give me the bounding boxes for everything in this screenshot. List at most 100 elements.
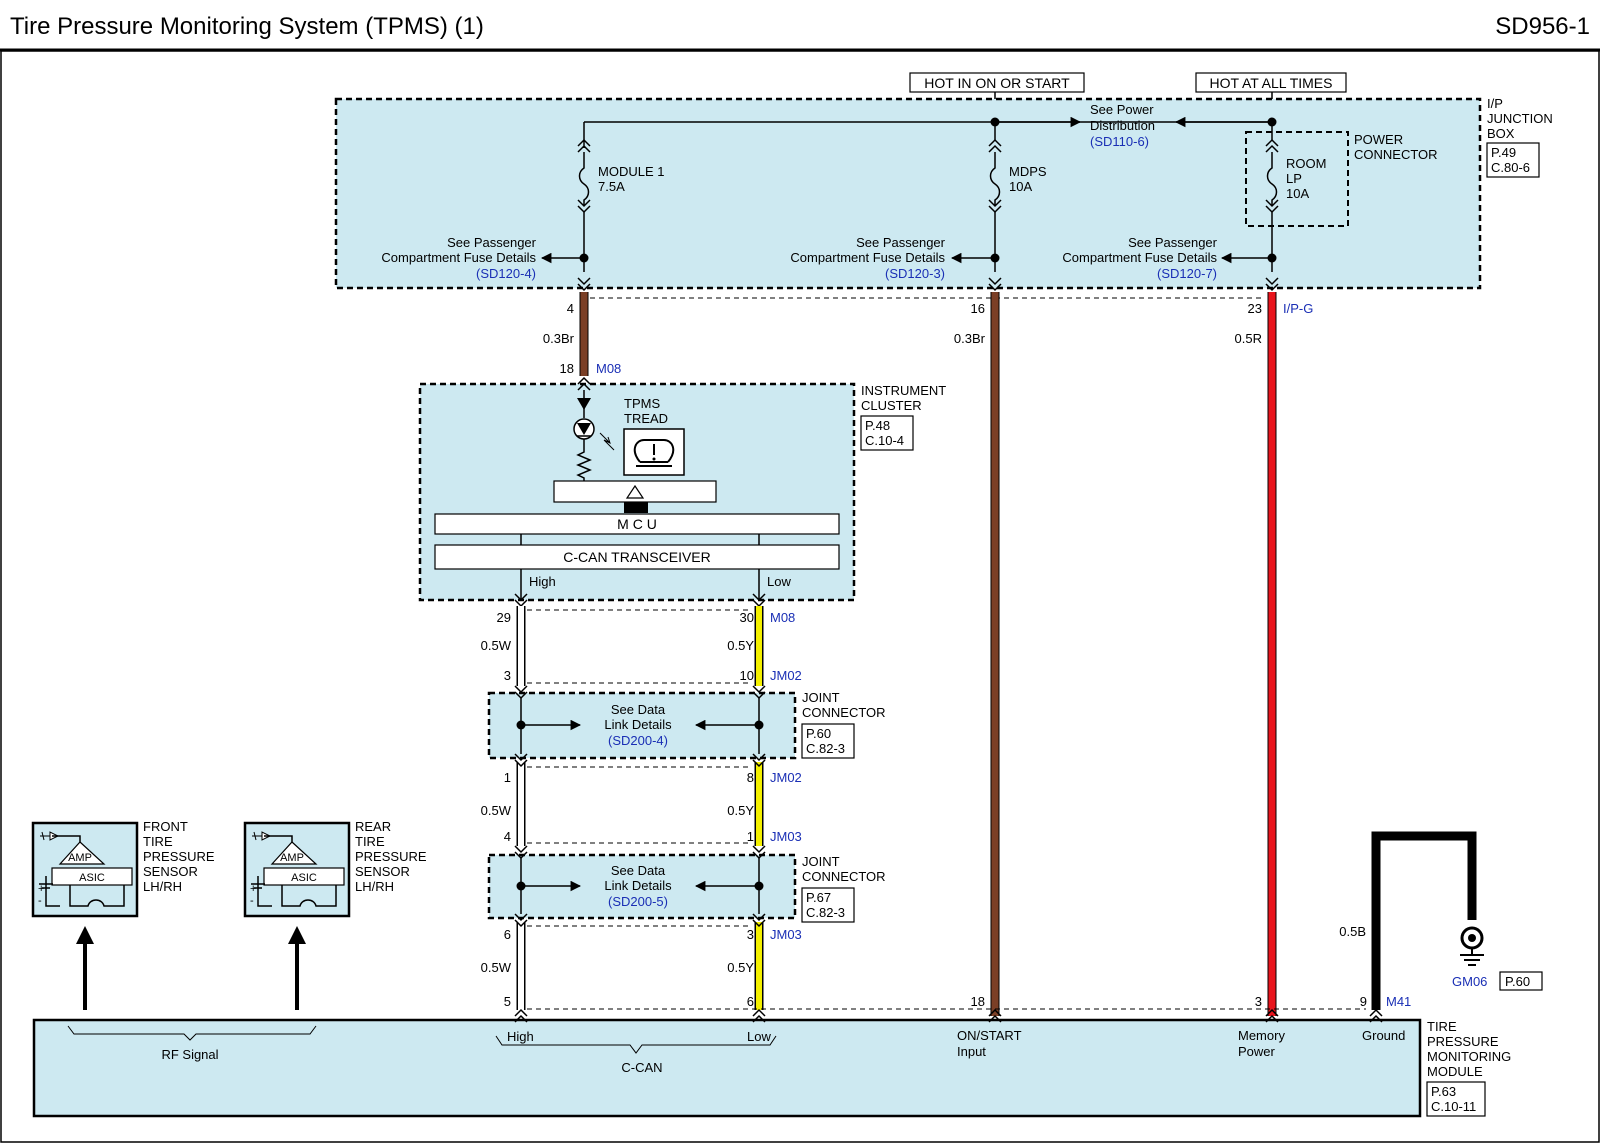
pin-23: 23: [1248, 301, 1262, 316]
pin-6b: 6: [747, 994, 754, 1009]
rear-tire-sensor: AMP ASIC + - REAR TIRE PRESSURE SENSOR L…: [243, 819, 427, 1010]
fuse-room-name: ROOM: [1286, 156, 1326, 171]
rear-sensor-name-1: REAR: [355, 819, 391, 834]
module-ground-label: Ground: [1362, 1028, 1405, 1043]
power-connector-2: CONNECTOR: [1354, 147, 1438, 162]
pin-10: 10: [740, 668, 754, 683]
hot-on-start-label: HOT IN ON OR START: [924, 75, 1070, 91]
joint1-see-ref: (SD200-4): [608, 733, 668, 748]
module-ccan-label: C-CAN: [621, 1060, 662, 1075]
pin-18: 18: [560, 361, 574, 376]
module-on-start-1: ON/START: [957, 1028, 1022, 1043]
joint2-see-1: See Data: [611, 863, 666, 878]
fuse-module1-rating: 7.5A: [598, 179, 625, 194]
svg-text:+: +: [38, 883, 44, 895]
power-connector-1: POWER: [1354, 132, 1403, 147]
wire1-spec: 0.3Br: [543, 331, 575, 346]
junction-box-ref-2: C.80-6: [1491, 160, 1530, 175]
connector-m41: M41: [1386, 994, 1411, 1009]
svg-text:+: +: [250, 883, 256, 895]
fuse-room-rating: 10A: [1286, 186, 1309, 201]
cluster-ref-2: C.10-4: [865, 433, 904, 448]
front-tire-sensor: AMP ASIC + - FRONT TIRE PRESSURE SENSOR …: [31, 819, 215, 1010]
junction-box-name-1: I/P: [1487, 96, 1503, 111]
fuse-detail-2-line2: Compartment Fuse Details: [790, 250, 945, 265]
spec-05w-a: 0.5W: [481, 638, 512, 653]
pin-1b: 1: [747, 829, 754, 844]
spec-05y-c: 0.5Y: [727, 960, 754, 975]
joint2-ref-2: C.82-3: [806, 905, 845, 920]
front-sensor-name-1: FRONT: [143, 819, 188, 834]
pin-4b: 4: [504, 829, 511, 844]
spec-05b: 0.5B: [1339, 924, 1366, 939]
page-title: Tire Pressure Monitoring System (TPMS) (…: [10, 13, 484, 40]
front-sensor-name-2: TIRE: [143, 834, 173, 849]
lamp-label-2: TREAD: [624, 411, 668, 426]
rear-amp-label: AMP: [280, 852, 304, 864]
connector-m08-b: M08: [770, 610, 795, 625]
fuse-detail-2-ref: (SD120-3): [885, 266, 945, 281]
power-connector-box: [1245, 131, 1349, 227]
module-on-start-2: Input: [957, 1044, 986, 1059]
fuse-detail-3-ref: (SD120-7): [1157, 266, 1217, 281]
module-memory-2: Power: [1238, 1044, 1276, 1059]
module-memory-1: Memory: [1238, 1028, 1285, 1043]
joint-connector-1: See Data Link Details (SD200-4) JOINT CO…: [487, 685, 886, 768]
rear-sensor-name-5: LH/RH: [355, 879, 394, 894]
connector-jm02-a: JM02: [770, 668, 802, 683]
connector-ipg: I/P-G: [1283, 301, 1313, 316]
pin-5: 5: [504, 994, 511, 1009]
module-high-label: High: [507, 1029, 534, 1044]
module-ref-1: P.63: [1431, 1084, 1456, 1099]
tpms-module: RF Signal High Low C-CAN ON/START Input …: [32, 1008, 1511, 1118]
page-code: SD956-1: [1495, 13, 1590, 40]
fuse-detail-3-line1: See Passenger: [1128, 235, 1218, 250]
fuse-module1: MODULE 1 7.5A: [577, 138, 664, 272]
joint1-name-1: JOINT: [802, 690, 840, 705]
spec-05y-b: 0.5Y: [727, 803, 754, 818]
joint1-ref-1: P.60: [806, 726, 831, 741]
ground-name: GM06: [1452, 974, 1487, 989]
ground-ref: P.60: [1505, 974, 1530, 989]
joint1-name-2: CONNECTOR: [802, 705, 886, 720]
lamp-label-1: TPMS: [624, 396, 660, 411]
fuse-module1-name: MODULE 1: [598, 164, 664, 179]
instrument-cluster: INSTRUMENT CLUSTER P.48 C.10-4 TPMS TREA…: [418, 376, 946, 608]
pin-30: 30: [740, 610, 754, 625]
cluster-name-1: INSTRUMENT: [861, 383, 946, 398]
front-sensor-name-4: SENSOR: [143, 864, 198, 879]
fuse-detail-1-ref: (SD120-4): [476, 266, 536, 281]
pin-8: 8: [747, 770, 754, 785]
rear-sensor-name-2: TIRE: [355, 834, 385, 849]
pin-3b: 3: [747, 927, 754, 942]
spec-05w-b: 0.5W: [481, 803, 512, 818]
pin-18b: 18: [971, 994, 985, 1009]
module-name-3: MONITORING: [1427, 1049, 1511, 1064]
pin-16: 16: [971, 301, 985, 316]
joint2-see-2: Link Details: [604, 878, 672, 893]
rear-sensor-name-4: SENSOR: [355, 864, 410, 879]
connector-jm02-b: JM02: [770, 770, 802, 785]
tpms-warning-icon: [623, 428, 685, 476]
front-amp-label: AMP: [68, 852, 92, 864]
transceiver-label: C-CAN TRANSCEIVER: [563, 549, 711, 565]
fuse-detail-1-line1: See Passenger: [447, 235, 537, 250]
spec-05w-c: 0.5W: [481, 960, 512, 975]
pin-3c: 3: [1255, 994, 1262, 1009]
fuse-detail-2-line1: See Passenger: [856, 235, 946, 250]
pin-3: 3: [504, 668, 511, 683]
junction-box-name-3: BOX: [1487, 126, 1515, 141]
pin-6: 6: [504, 927, 511, 942]
ground-wire: 0.5B GM06 P.60: [1339, 831, 1543, 1010]
module-low-label: Low: [747, 1029, 771, 1044]
svg-text:-: -: [38, 895, 42, 907]
hot-all-times-label: HOT AT ALL TIMES: [1210, 75, 1333, 91]
rf-signal-label: RF Signal: [161, 1047, 218, 1062]
fuse-room-lp: ROOM LP 10A: [1265, 122, 1326, 272]
power-labels: HOT IN ON OR START HOT AT ALL TIMES: [909, 72, 1347, 120]
see-power-1: See Power: [1090, 102, 1154, 117]
joint1-see-2: Link Details: [604, 717, 672, 732]
front-sensor-name-5: LH/RH: [143, 879, 182, 894]
junction-box-ref-1: P.49: [1491, 145, 1516, 160]
joint2-see-ref: (SD200-5): [608, 894, 668, 909]
